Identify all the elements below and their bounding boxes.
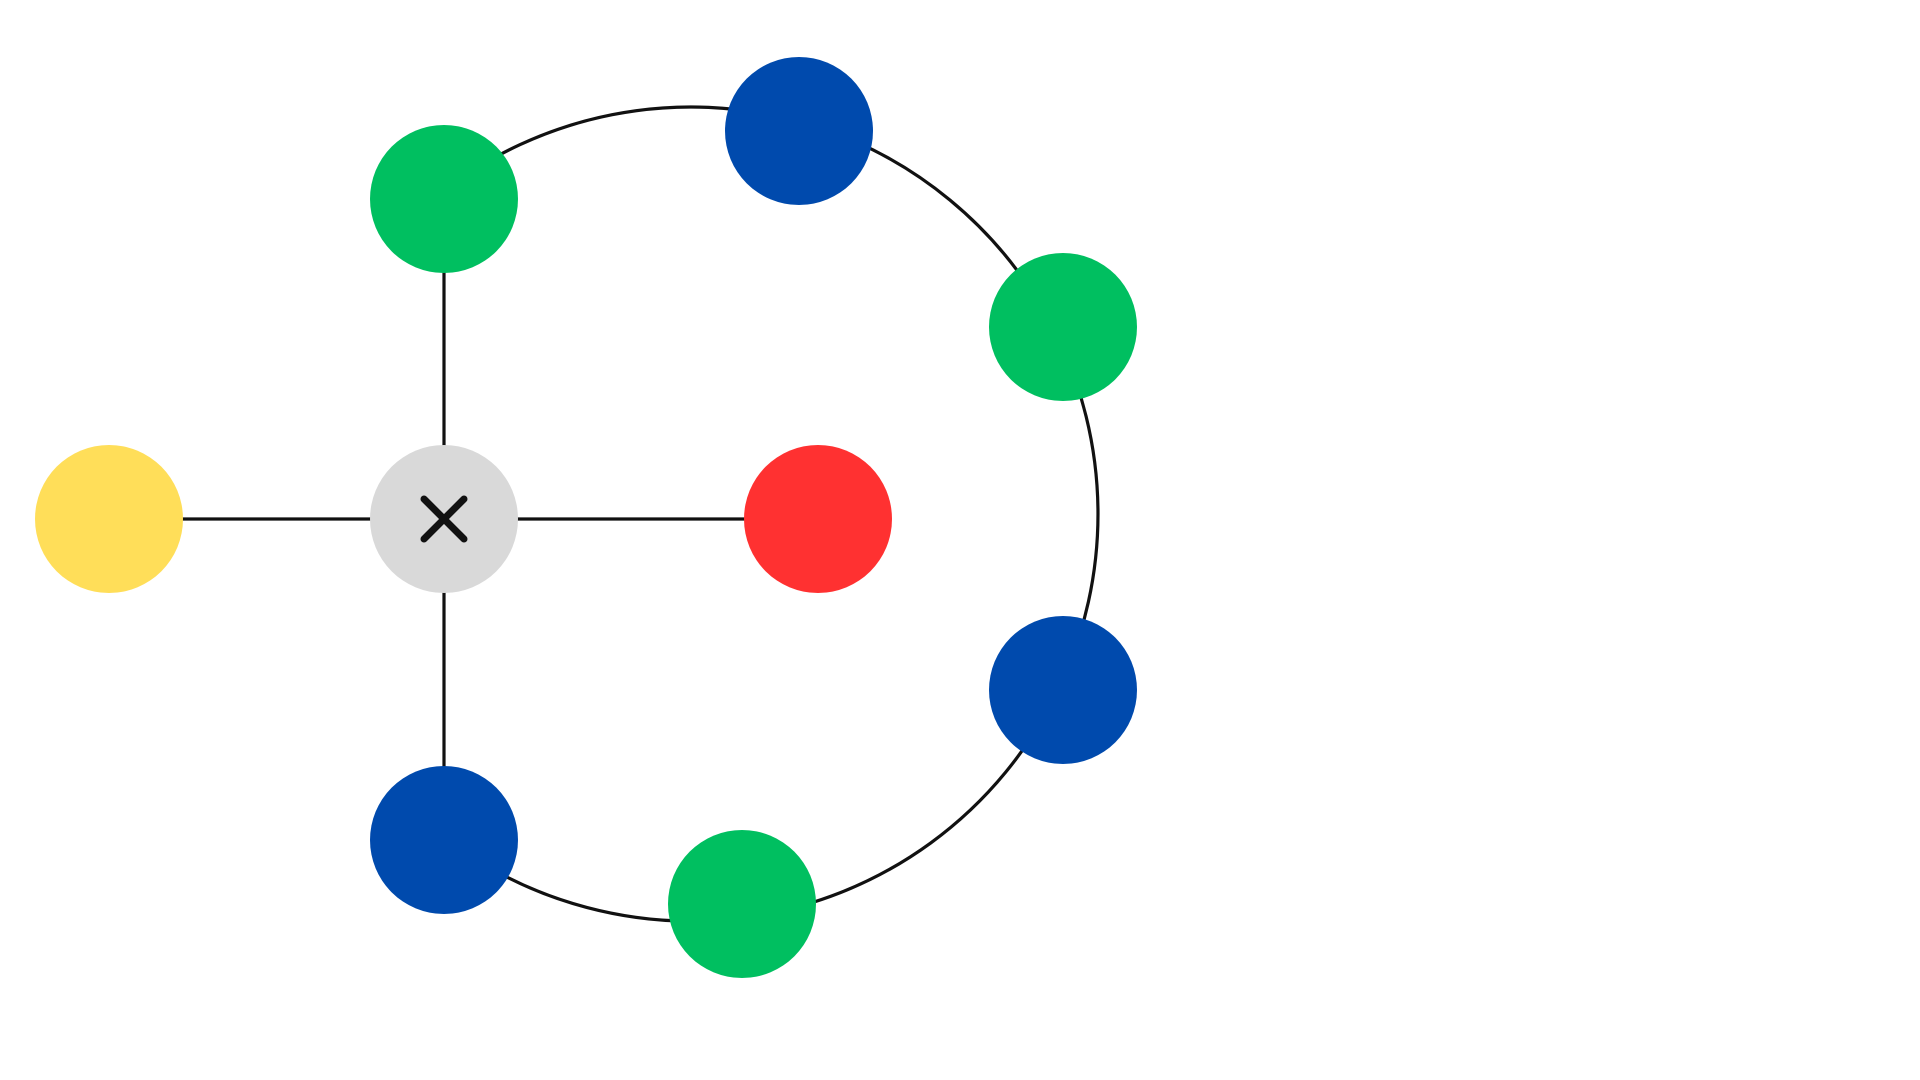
lower-right-node (989, 616, 1137, 764)
top-node (725, 57, 873, 205)
lower-right-node-circle (989, 616, 1137, 764)
center-node (370, 445, 518, 593)
left-node (35, 445, 183, 593)
bottom-left-node (370, 766, 518, 914)
top-node-circle (725, 57, 873, 205)
inner-right-node (744, 445, 892, 593)
inner-right-node-circle (744, 445, 892, 593)
close-icon (420, 495, 468, 543)
upper-right-node-circle (989, 253, 1137, 401)
upper-right-node (989, 253, 1137, 401)
bottom-node (668, 830, 816, 978)
edges-layer (109, 105, 1100, 923)
bottom-node-circle (668, 830, 816, 978)
top-left-node-circle (370, 125, 518, 273)
top-left-node (370, 125, 518, 273)
bottom-left-node-circle (370, 766, 518, 914)
nodes-layer (35, 57, 1137, 978)
left-node-circle (35, 445, 183, 593)
